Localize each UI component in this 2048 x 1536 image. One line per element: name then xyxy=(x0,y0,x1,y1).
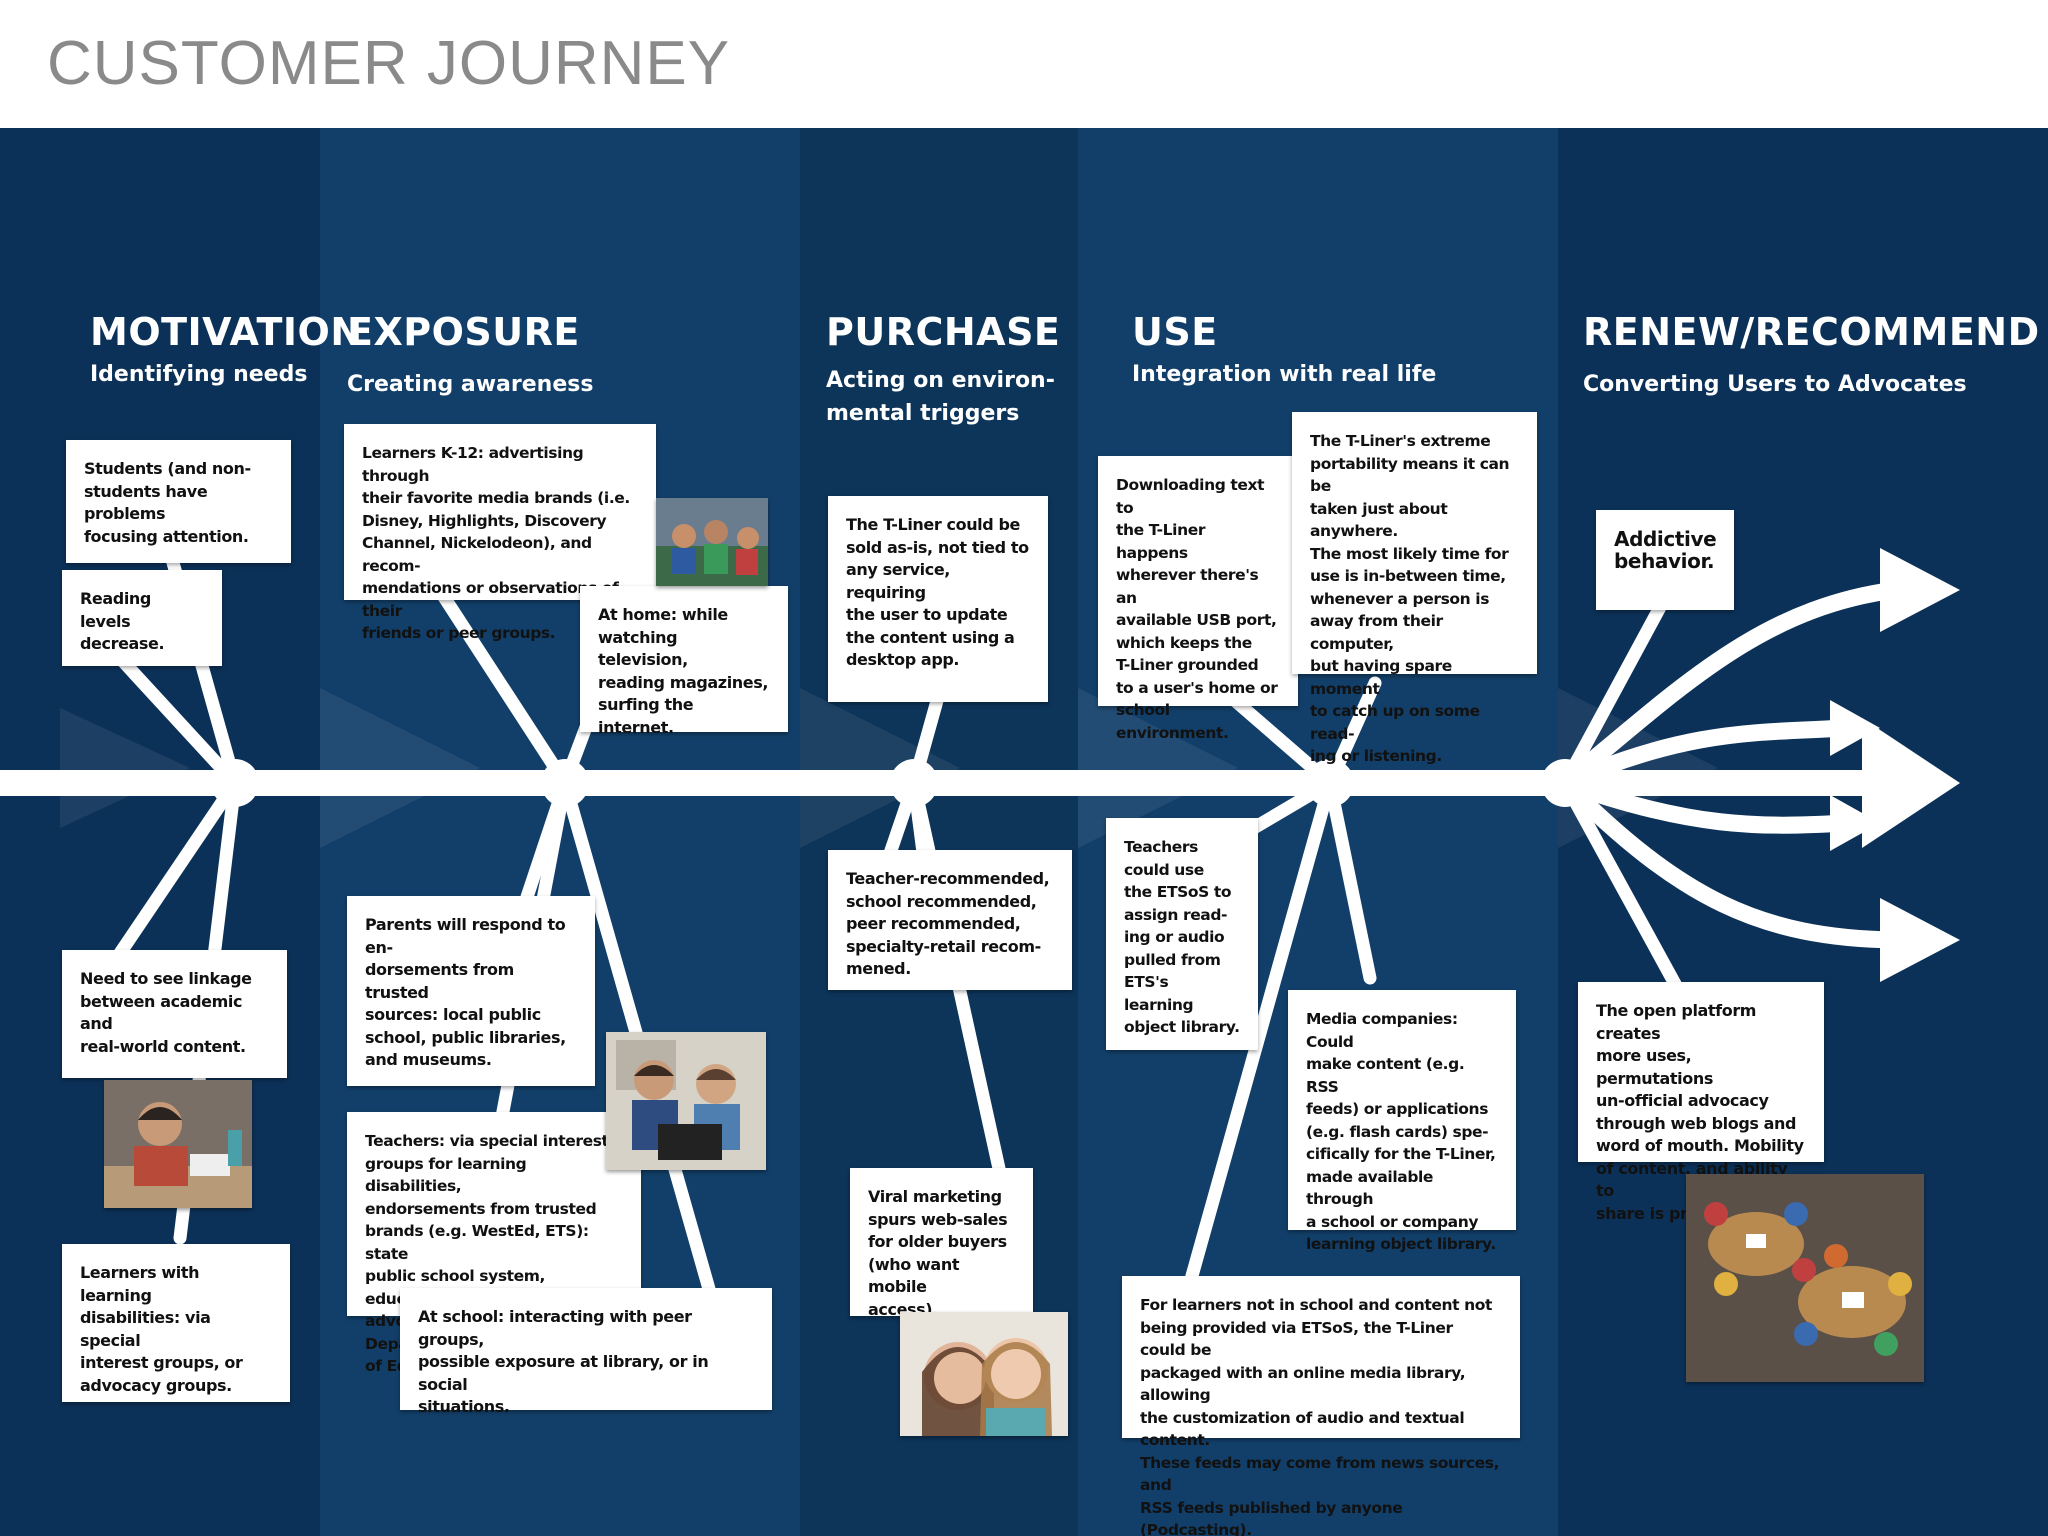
stage-title-use: USE xyxy=(1132,310,1218,354)
stage-subtitle-motivation: Identifying needs xyxy=(90,362,308,387)
stage-subtitle-use: Integration with real life xyxy=(1132,362,1437,387)
stage-title-purchase: PURCHASE xyxy=(826,310,1061,354)
note-motivation-disabilities: Learners with learning disabilities: via… xyxy=(62,1244,290,1402)
note-exposure-at-home: At home: while watching television, read… xyxy=(580,586,788,737)
note-use-media-companies: Media companies: Could make content (e.g… xyxy=(1288,990,1516,1253)
photo-girls-whispering xyxy=(900,1312,1068,1436)
note-renew-open-platform: The open platform creates more uses, per… xyxy=(1578,982,1824,1223)
photo-child-reading xyxy=(104,1080,252,1208)
stage-subtitle-renew-recommend: Converting Users to Advocates xyxy=(1583,372,1967,397)
note-motivation-attention: Students (and non- students have problem… xyxy=(66,440,291,563)
spine-arrowhead xyxy=(1862,718,1960,848)
stage-title-exposure: EXPOSURE xyxy=(347,310,580,354)
note-renew-addictive: Addictive behavior. xyxy=(1596,510,1734,610)
note-purchase-sold-as-is: The T-Liner could be sold as-is, not tie… xyxy=(828,496,1048,702)
stage-title-motivation: MOTIVATION xyxy=(90,310,363,354)
journey-spine xyxy=(0,770,1880,796)
note-exposure-teachers: Teachers: via special interest groups fo… xyxy=(347,1112,641,1375)
page-title: CUSTOMER JOURNEY xyxy=(47,29,731,98)
stage-subtitle-exposure: Creating awareness xyxy=(347,372,594,397)
renew-arrowheads xyxy=(1830,548,1960,982)
note-motivation-linkage: Need to see linkage between academic and… xyxy=(62,950,287,1078)
note-use-online-library: For learners not in school and content n… xyxy=(1122,1276,1520,1536)
note-use-teachers: Teachers could use the ETSoS to assign r… xyxy=(1106,818,1258,1050)
renew-fan-arrows xyxy=(1556,581,1904,949)
note-exposure-learners-k12: Learners K-12: advertising through their… xyxy=(344,424,656,642)
photo-group-table xyxy=(1686,1174,1924,1382)
junction-dots xyxy=(211,759,1589,807)
note-use-portability: The T-Liner's extreme portability means … xyxy=(1292,412,1537,765)
header: CUSTOMER JOURNEY xyxy=(0,0,2048,128)
stage-title-renew-recommend: RENEW/RECOMMEND xyxy=(1583,310,2040,354)
journey-board: MOTIVATION Identifying needs EXPOSURE Cr… xyxy=(0,128,2048,1536)
note-purchase-viral-marketing: Viral marketing spurs web-sales for olde… xyxy=(850,1168,1033,1319)
note-purchase-recommended: Teacher-recommended, school recommended,… xyxy=(828,850,1072,990)
branch-lines xyxy=(103,545,1687,1310)
note-exposure-parents: Parents will respond to en- dorsements f… xyxy=(347,896,595,1086)
note-use-downloading: Downloading text to the T-Liner happens … xyxy=(1098,456,1298,742)
photo-kids-laptop xyxy=(606,1032,766,1170)
note-exposure-at-school: At school: interacting with peer groups,… xyxy=(400,1288,772,1416)
photo-kids-watching xyxy=(656,498,768,586)
note-motivation-reading-levels: Reading levels decrease. xyxy=(62,570,222,666)
stage-subtitle-purchase: Acting on environ- mental triggers xyxy=(826,368,1055,426)
